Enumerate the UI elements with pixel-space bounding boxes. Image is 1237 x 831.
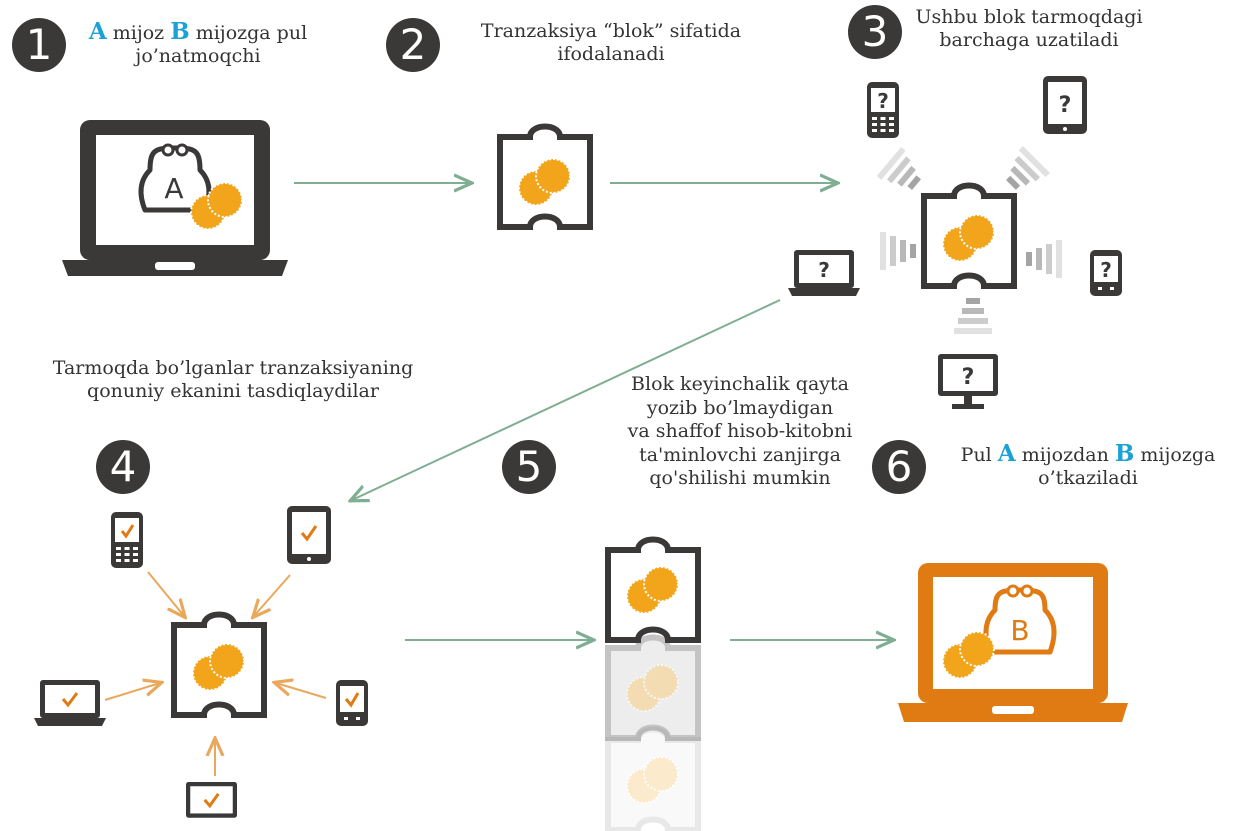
check-icon xyxy=(203,793,220,809)
puzzle-block-icon xyxy=(500,127,590,228)
step-5-number: 5 xyxy=(502,440,556,494)
phone-icon: ? xyxy=(1090,250,1122,296)
step-3-number: 3 xyxy=(848,5,902,59)
question-icon: ? xyxy=(1059,93,1072,118)
question-icon: ? xyxy=(877,89,889,113)
laptop-icon: ? xyxy=(788,250,860,296)
step-1-text-b: mijozga pul xyxy=(189,22,308,44)
wallet-letter-a: A xyxy=(164,172,183,205)
check-icon xyxy=(120,524,135,539)
step-5-line-2: yozib bo’lmaydigan xyxy=(646,396,834,419)
monitor-icon xyxy=(186,782,237,818)
verified-block-icon xyxy=(174,615,264,716)
chain-block-current xyxy=(608,540,698,641)
flow-arrow-3 xyxy=(352,299,781,500)
wallet-icon: B xyxy=(983,584,1057,655)
broadcast-block-icon xyxy=(924,186,1014,287)
step-6-line-2: o’tkaziladi xyxy=(1038,467,1138,489)
question-icon: ? xyxy=(1100,258,1112,282)
receiver-letter: B xyxy=(170,18,190,45)
chain-block-faded-1 xyxy=(608,638,698,739)
phone-icon: ? xyxy=(867,82,899,138)
step-2-line-2: ifodalanadi xyxy=(557,43,665,65)
step-3-line-2: barchaga uzatiladi xyxy=(939,29,1119,51)
phone-icon xyxy=(111,512,143,568)
step-6-caption: Pul A mijozdan B mijozga o’tkaziladi xyxy=(938,442,1237,490)
tablet-icon xyxy=(287,506,331,564)
sender-letter-2: A xyxy=(997,440,1016,467)
step-2-caption: Tranzaksiya “blok” sifatida ifodalanadi xyxy=(452,20,770,66)
step-5-line-4: ta'minlovchi zanjirga xyxy=(639,443,841,466)
check-icon xyxy=(344,692,360,708)
step-1-number: 1 xyxy=(12,18,66,72)
step-3-line-1: Ushbu blok tarmoqdagi xyxy=(915,6,1143,28)
question-icon: ? xyxy=(818,258,830,282)
wallet-icon: A xyxy=(138,143,212,213)
sender-letter: A xyxy=(88,18,107,45)
laptop-icon xyxy=(34,680,106,726)
receiver-letter-2: B xyxy=(1114,440,1135,467)
step-6-number: 6 xyxy=(872,440,926,494)
step-3-caption: Ushbu blok tarmoqdagi barchaga uzatiladi xyxy=(900,6,1158,52)
check-icon xyxy=(300,525,318,542)
step-1-text-a: mijoz xyxy=(106,22,171,44)
step-1-line-2: jo’natmoqchi xyxy=(135,45,261,67)
step-6-text-b: mijozdan xyxy=(1015,444,1115,466)
step-5-line-1: Blok keyinchalik qayta xyxy=(631,373,849,395)
chain-block-faded-2 xyxy=(608,730,698,831)
step-1-caption: A mijoz B mijozga pul jo’natmoqchi xyxy=(78,20,318,68)
step-5-line-3: va shaffof hisob-kitobni xyxy=(627,420,853,442)
verify-arrows xyxy=(104,571,327,776)
step-4-line-2: qonuniy ekanini tasdiqlaydilar xyxy=(87,380,379,402)
wallet-letter-b: B xyxy=(1010,614,1029,647)
step-5-caption: Blok keyinchalik qayta yozib bo’lmaydiga… xyxy=(600,373,880,491)
question-icon: ? xyxy=(962,365,975,390)
phone-icon xyxy=(336,680,368,726)
step-2-line-1: Tranzaksiya “blok” sifatida xyxy=(480,20,742,42)
check-icon xyxy=(61,692,79,708)
step-4-line-1: Tarmoqda bo’lganlar tranzaksiyaning xyxy=(52,357,414,379)
step-2-number: 2 xyxy=(386,18,440,72)
step-6-text-c: mijozga xyxy=(1134,444,1216,466)
step-6-text-a: Pul xyxy=(960,444,998,466)
step-4-number: 4 xyxy=(96,440,150,494)
step-5-line-5: qo'shilishi mumkin xyxy=(649,467,831,489)
monitor-icon: ? xyxy=(938,354,998,409)
step-4-caption: Tarmoqda bo’lganlar tranzaksiyaning qonu… xyxy=(26,357,440,403)
tablet-icon: ? xyxy=(1043,76,1087,134)
